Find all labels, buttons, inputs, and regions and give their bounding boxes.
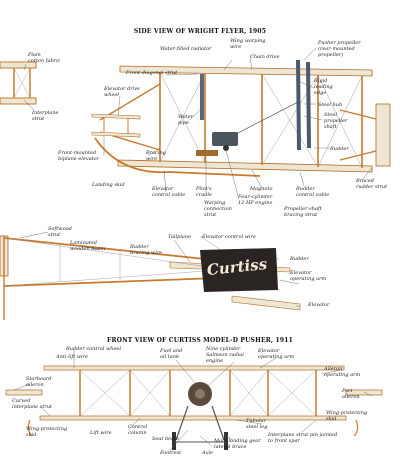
label-warping-connection-strut: Warping connection strut — [204, 200, 232, 218]
label-axle: Axle — [202, 450, 213, 456]
label-seat-beam: Seat beam — [152, 436, 179, 442]
label-four-cylinder-engine: Four-cylinder 12 HP engine — [238, 194, 273, 206]
label-anti-lift-wire: Anti-lift wire — [56, 354, 89, 360]
label-front-mounted-biplane-elevator: Front-mounted biplane elevator — [58, 150, 100, 162]
label-rudder-wright: Rudder — [330, 146, 349, 152]
label-bracing-wire: Bracing wire — [146, 150, 166, 162]
label-curved-interplane-strut: Curved interplane strut — [12, 398, 52, 410]
label-footrest: Footrest — [160, 450, 182, 456]
label-magneto: Magneto — [250, 186, 273, 192]
label-pusher-propeller: Pusher propeller (rear-mounted propeller… — [318, 40, 361, 58]
label-elevator-control-wire: Elevator control wire — [202, 234, 256, 240]
curtiss-front-illustration — [5, 365, 383, 450]
label-laminated-wooden-boom: Laminated wooden boom — [70, 240, 106, 252]
label-rigid-leading-edge: Rigid leading edge — [314, 78, 333, 96]
label-front-diagonal-strut: Front diagonal strut — [126, 70, 178, 76]
label-plain-cotton-fabric: Plain cotton fabric — [28, 52, 61, 64]
label-elevator-control-cable: Elevator control cable — [152, 186, 186, 198]
label-elevator: Elevator — [308, 302, 330, 308]
label-propeller-shaft-bracing-strut: Propeller-shaft bracing strut — [284, 206, 322, 218]
label-aileron-operating-arm: Aileron operating arm — [324, 366, 361, 378]
label-interplane-strut-pin-jointed: Interplane strut pin-jointed to front sp… — [268, 432, 338, 444]
label-interplane-strut: Interplane strut — [32, 110, 59, 122]
label-fuel-and-oil-tank: Fuel and oil tank — [160, 348, 183, 360]
label-water-filled-radiator: Water-filled radiator — [160, 46, 212, 52]
label-rudder-bracing-wire: Rudder bracing wire — [130, 244, 163, 256]
label-pilots-cradle: Pilot's cradle — [196, 186, 212, 198]
label-water-pipe: Water pipe — [178, 114, 194, 126]
label-wing-protecting-skid-left: Wing-protecting skid — [26, 426, 68, 438]
label-steel-propeller-shaft: Steel propeller shaft — [324, 112, 348, 130]
label-main-landing-gear-lateral-brace: Main landing gear lateral brace — [214, 438, 261, 450]
label-braced-rudder-strut: Braced rudder strut — [356, 178, 388, 190]
label-lift-wire: Lift wire — [90, 430, 112, 436]
label-rudder-control-wheel: Rudder control wheel — [66, 346, 121, 352]
label-wing-warping-wire: Wing warping wire — [230, 38, 266, 50]
label-rudder-curtiss: Rudder — [290, 256, 309, 262]
label-chain-drive: Chain drive — [250, 54, 280, 60]
label-softwood-strut: Softwood strut — [48, 226, 72, 238]
side-view-heading: SIDE VIEW OF WRIGHT FLYER, 1905 — [133, 28, 267, 35]
label-elevator-drive-wheel: Elevator drive wheel — [104, 86, 140, 98]
label-landing-skid: Landing skid — [92, 182, 125, 188]
label-steel-hub: Steel hub — [318, 102, 343, 108]
curtiss-side-illustration — [0, 235, 301, 320]
front-view-heading: FRONT VIEW OF CURTISS MODEL-D PUSHER, 19… — [107, 337, 293, 344]
label-wing-protecting-skid-right: Wing-protecting skid — [326, 410, 368, 422]
label-nine-cylinder-engine: Nine cylinder Salmson radial engine — [206, 346, 244, 364]
label-tubular-steel-leg: Tubular steel leg — [246, 418, 268, 430]
label-elevator-operating-arm-front: Elevator operating arm — [258, 348, 295, 360]
wright-flyer-illustration — [0, 60, 391, 177]
label-tailplane: Tailplane — [168, 234, 192, 240]
label-control-column: Control column — [128, 424, 148, 436]
label-starboard-aileron: Starboard aileron — [26, 376, 52, 388]
label-port-aileron: Port aileron — [342, 388, 360, 400]
leader-lines — [13, 47, 373, 451]
label-rudder-control-cable: Rudder control cable — [296, 186, 330, 198]
label-elevator-operating-arm-side: Elevator operating arm — [290, 270, 327, 282]
